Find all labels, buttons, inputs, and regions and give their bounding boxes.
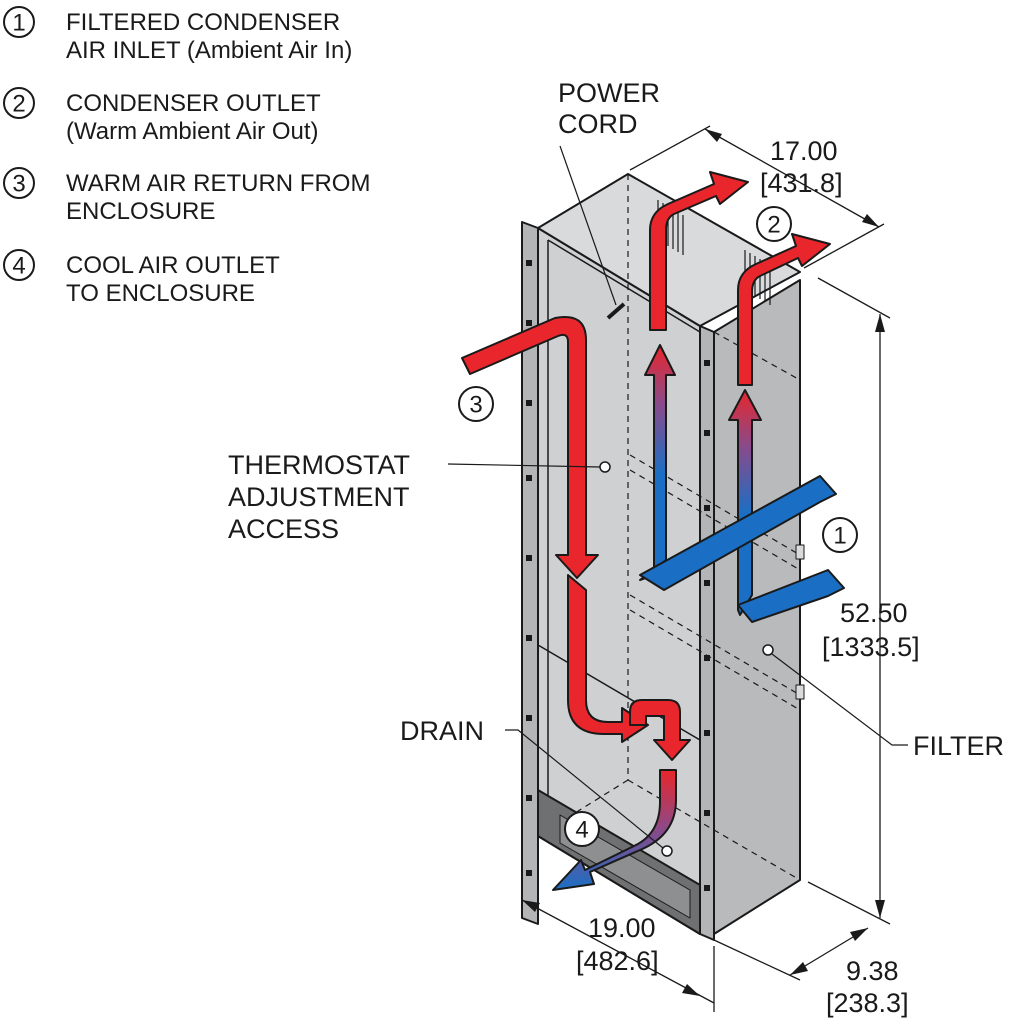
- dim-arrowhead: [705, 129, 722, 142]
- condenser-outlet-arrow-left: [649, 171, 749, 331]
- filter-label: FILTER: [913, 731, 1004, 761]
- marker-1: [822, 517, 858, 553]
- dimensions: 17.00 [431.8] 52.50 [1333.5] 19.00 [482.…: [521, 125, 920, 1018]
- power-cord-label-line2: CORD: [558, 109, 638, 139]
- legend-text-3-line2: ENCLOSURE: [66, 198, 215, 225]
- legend-text-4-line1: COOL AIR OUTLET: [66, 252, 280, 279]
- thermostat-label-line2: ADJUSTMENT: [228, 482, 410, 512]
- thermostat-label-line3: ACCESS: [228, 514, 339, 544]
- thermostat-access-hole: [599, 461, 611, 473]
- legend-marker-1: [3, 6, 35, 38]
- dim-depth-top-ext-right: [803, 223, 885, 269]
- legend-text-1-line2: AIR INLET (Ambient Air In): [66, 37, 352, 64]
- dim-height-metric: [1333.5]: [822, 632, 920, 662]
- power-cord-label-line1: POWER: [558, 78, 660, 108]
- housing-top-face: [537, 173, 801, 327]
- dim-depth-bottom-ext: [713, 939, 801, 981]
- dim-height-ext-top: [817, 277, 891, 319]
- dim-width-metric: [482.6]: [576, 946, 659, 976]
- marker-3: [458, 386, 494, 422]
- dim-arrowhead: [862, 214, 879, 227]
- filter-tab: [762, 644, 774, 656]
- marker-2: [756, 206, 792, 242]
- legend-text-2-line1: CONDENSER OUTLET: [66, 90, 321, 117]
- legend-text-1-line1: FILTERED CONDENSER: [66, 9, 340, 36]
- dim-arrowhead: [682, 984, 700, 996]
- marker-3-label: 3: [469, 392, 482, 419]
- filter-leader: [771, 653, 908, 746]
- marker-2-label: 2: [767, 212, 780, 239]
- dim-depth-bottom-metric: [238.3]: [826, 988, 909, 1018]
- legend-item-1: 1 FILTERED CONDENSER AIR INLET (Ambient …: [3, 6, 352, 64]
- legend-text-4-line2: TO ENCLOSURE: [66, 280, 255, 307]
- condenser-inlet-arrow-lower: [737, 569, 845, 623]
- evaporator-loop-arrow: [629, 699, 691, 761]
- power-cord-leader: [559, 145, 617, 306]
- condenser-inlet-arrow-upper: [639, 475, 837, 591]
- legend-number-2: 2: [12, 91, 25, 118]
- dim-width-line: [521, 899, 715, 1004]
- drain-label: DRAIN: [400, 716, 484, 746]
- dim-height-value: 52.50: [840, 598, 908, 628]
- dim-arrowhead: [522, 900, 540, 912]
- side-tab: [795, 544, 805, 560]
- legend: 1 FILTERED CONDENSER AIR INLET (Ambient …: [3, 6, 370, 307]
- legend-marker-4: [3, 249, 35, 281]
- legend-item-3: 3 WARM AIR RETURN FROM ENCLOSURE: [3, 167, 370, 225]
- dim-arrowhead: [790, 962, 808, 975]
- marker-4: [564, 811, 600, 847]
- callouts: POWER CORD THERMOSTAT ADJUSTMENT ACCESS …: [228, 78, 1004, 849]
- mounting-flange-right: [699, 325, 715, 941]
- drain-leader: [505, 729, 664, 849]
- mounting-flange: [521, 221, 539, 925]
- dim-depth-bottom-value: 9.38: [846, 956, 899, 986]
- inner-frame-line: [547, 239, 701, 333]
- legend-text-3-line1: WARM AIR RETURN FROM: [66, 170, 370, 197]
- side-tab: [795, 684, 805, 700]
- dim-depth-top-line: [704, 128, 880, 228]
- flange-screws: [526, 260, 710, 891]
- thermostat-label-line1: THERMOSTAT: [228, 450, 410, 480]
- dim-depth-top-ext-left: [629, 125, 711, 171]
- dim-arrowhead: [875, 314, 885, 332]
- cool-air-outlet-arrow: [552, 769, 677, 891]
- legend-marker-3: [3, 167, 35, 199]
- legend-item-4: 4 COOL AIR OUTLET TO ENCLOSURE: [3, 249, 280, 307]
- legend-text-2-line2: (Warm Ambient Air Out): [66, 118, 319, 145]
- condenser-outlet-arrow-right: [737, 233, 831, 386]
- marker-4-label: 4: [575, 817, 588, 844]
- dim-depth-top-metric: [431.8]: [760, 168, 843, 198]
- legend-number-4: 4: [12, 253, 25, 280]
- dim-arrowhead: [875, 900, 885, 918]
- drain-hole: [661, 845, 673, 857]
- legend-number-3: 3: [12, 171, 25, 198]
- dim-depth-top-value: 17.00: [770, 136, 838, 166]
- warm-air-return-arrow: [461, 316, 599, 579]
- legend-number-1: 1: [12, 10, 25, 37]
- legend-marker-2: [3, 87, 35, 119]
- diagram-markers: 3 2 1 4: [458, 206, 858, 847]
- dim-arrowhead: [850, 928, 868, 941]
- power-cord-stub: [606, 302, 626, 320]
- dim-width-value: 19.00: [588, 913, 656, 943]
- dim-height-ext-bottom: [807, 881, 891, 925]
- thermostat-leader: [447, 463, 601, 468]
- airflow-arrows: [461, 171, 845, 891]
- marker-1-label: 1: [833, 523, 846, 550]
- legend-item-2: 2 CONDENSER OUTLET (Warm Ambient Air Out…: [3, 87, 321, 145]
